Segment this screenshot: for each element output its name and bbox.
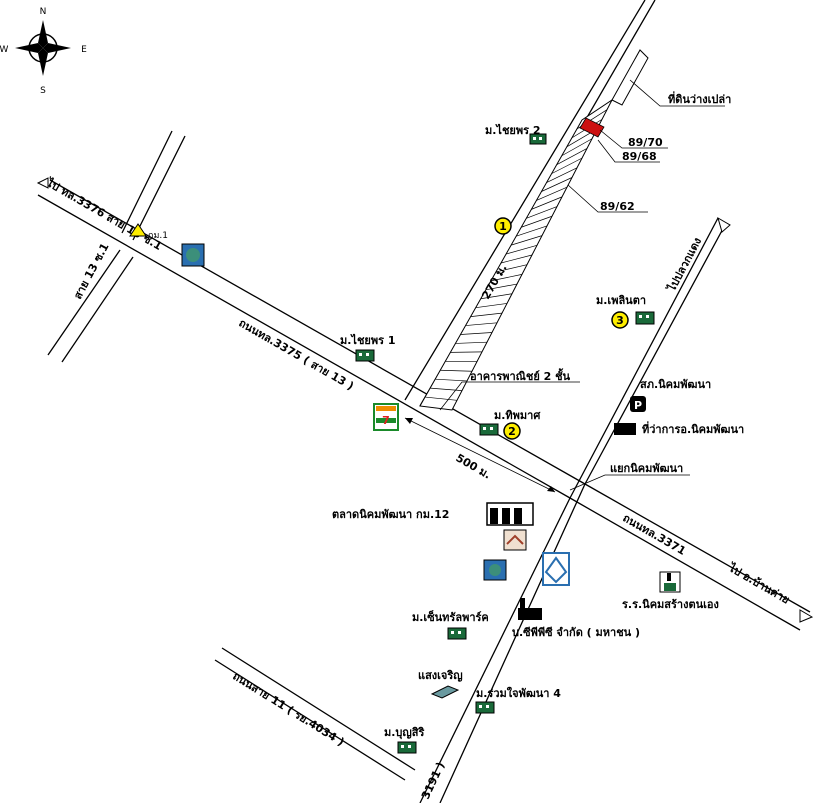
marker-2: 2 [503, 422, 521, 440]
roads [37, 0, 811, 803]
marker-3-label: 3 [616, 314, 624, 327]
label-ruamjai4: ม.ร่วมใจพัฒนา 4 [476, 686, 561, 700]
plot-divider [556, 148, 588, 165]
compass-north: N [40, 7, 47, 17]
housing-icon [447, 627, 467, 640]
plot-divider [500, 254, 533, 264]
leader-lines [404, 79, 725, 493]
market-icon [486, 502, 534, 526]
plot-divider [465, 322, 498, 326]
label-chaiyaporn2: ม.ไชยพร 2 [485, 123, 541, 137]
temple-icon [129, 223, 147, 237]
housing-icon [397, 741, 417, 754]
label-bunsiri: ม.บุญสิริ [384, 726, 424, 740]
plot-divider [526, 206, 558, 219]
road-label-tl3371: ถนนทล.3371 [621, 511, 689, 558]
plot-divider [450, 351, 483, 353]
label-plot-8970: 89/70 [628, 136, 663, 149]
plot-divider [495, 264, 528, 273]
factory-icon [518, 598, 542, 620]
plot-divider [521, 215, 553, 228]
housing-icon [479, 423, 499, 436]
marker-1-label: 1 [499, 220, 507, 233]
marker-1: 1 [494, 217, 512, 235]
plot-divider [435, 378, 468, 382]
label-chaiyaporn1: ม.ไชยพร 1 [340, 333, 396, 347]
plot-divider [531, 196, 563, 210]
seven-eleven-label: 7 [382, 414, 390, 427]
school-icon [659, 571, 681, 593]
housing-icon [355, 349, 375, 362]
plot-divider [536, 186, 568, 201]
plot-divider [516, 225, 548, 237]
compass-east: E [81, 45, 87, 55]
road-label-to-pluakdaeng: ไปปลวกแดง [663, 235, 704, 295]
parking-label: P [634, 399, 642, 412]
plot-divider [561, 138, 593, 157]
label-market: ตลาดนิคมพัฒนา กม.12 [332, 508, 449, 521]
plot-divider [505, 244, 538, 255]
plot-divider [546, 167, 578, 183]
label-plot-8968: 89/68 [622, 150, 657, 163]
seven-eleven-icon: 7 [373, 403, 399, 431]
district-office-icon [614, 423, 636, 435]
label-thipphamat: ม.ทิพมาศ [494, 409, 541, 422]
plot-divider [485, 283, 518, 291]
plot-divider [425, 396, 458, 401]
label-plot-8962: 89/62 [600, 200, 635, 213]
marker-3: 3 [611, 311, 629, 329]
plot-divider [551, 157, 583, 174]
label-empty-land: ที่ดินว่างเปล่า [668, 91, 731, 106]
distance-500m: 500 ม. [454, 451, 494, 481]
compass-south: S [40, 86, 46, 96]
bank-icon [503, 529, 527, 551]
label-company: บ.ซีพีพีซี จำกัด ( มหาชน ) [512, 626, 640, 639]
plot-strip [419, 49, 649, 411]
compass-west: W [0, 45, 9, 55]
plot-divider [460, 332, 493, 335]
bank-icon [483, 559, 507, 581]
plot-divider [480, 293, 513, 300]
label-school: ร.ร.นิคมสร้างตนเอง [622, 598, 719, 611]
bank-icon [181, 243, 205, 267]
plot-divider [475, 303, 508, 309]
label-kom1: กม.1 [148, 231, 168, 241]
plot-divider [490, 274, 523, 282]
plot-divider [511, 235, 543, 246]
plot-divider [440, 369, 473, 372]
plot-divider [541, 177, 573, 192]
housing-icon [475, 701, 495, 714]
label-police-station: สภ.นิคมพัฒนา [640, 378, 711, 391]
road-label-road11: ถนนสาย 11 ( รย.4034 ) [230, 670, 346, 749]
housing-icon [529, 133, 547, 145]
plot-divider [455, 341, 488, 344]
label-central-park: ม.เซ็นทรัลพาร์ค [412, 610, 489, 624]
parking-icon: P [630, 396, 646, 412]
label-commercial-building: อาคารพาณิชย์ 2 ชั้น [470, 368, 571, 383]
label-district-office: ที่ว่าการอ.นิคมพัฒนา [642, 421, 744, 436]
label-junction: แยกนิคมพัฒนา [610, 462, 683, 475]
road-label-tl3375: ถนนทล.3375 ( สาย 13 ) [237, 316, 357, 393]
label-phloenta: ม.เพลินตา [596, 294, 646, 307]
road-label-to-bankhai: ไป อ.บ้านค่าย [725, 559, 792, 606]
plot-divider [430, 387, 463, 391]
label-saengcharoen: แสงเจริญ [418, 669, 463, 682]
plot-divider [470, 312, 503, 317]
compass-rose: N S E W [0, 7, 87, 96]
shop-icon [430, 685, 460, 699]
marker-2-label: 2 [508, 425, 516, 438]
bank-icon [542, 552, 570, 586]
housing-icon [635, 311, 655, 325]
target-plot-highlight [579, 117, 605, 138]
